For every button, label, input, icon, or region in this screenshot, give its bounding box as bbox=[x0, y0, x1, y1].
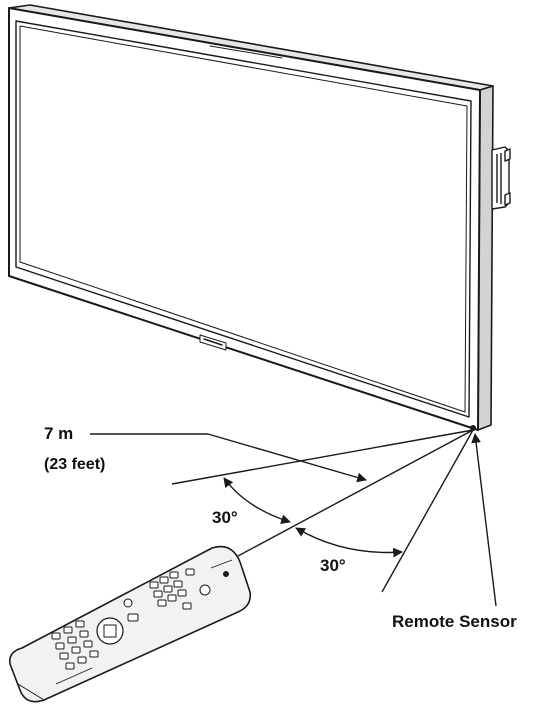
distance-arrow bbox=[207, 433, 367, 483]
distance-metric-label: 7 m bbox=[44, 424, 74, 443]
reception-range-lines bbox=[90, 429, 497, 607]
angle-right-label: 30° bbox=[320, 556, 346, 575]
remote-body bbox=[8, 545, 252, 703]
monitor-top-mark bbox=[209, 45, 283, 59]
remote-keypad bbox=[51, 620, 99, 670]
remote-top-buttons bbox=[149, 568, 195, 610]
monitor-bezel bbox=[8, 7, 481, 431]
angle-arc-left bbox=[223, 477, 291, 524]
stand-bracket-icon bbox=[491, 146, 511, 210]
remote-button bbox=[127, 613, 139, 622]
remote-sensor-label: Remote Sensor bbox=[392, 612, 517, 631]
angle-left-label: 30° bbox=[212, 508, 238, 527]
remote-dpad-center bbox=[103, 624, 117, 638]
monitor-bezel-inner bbox=[15, 20, 472, 418]
logo-mark bbox=[203, 338, 223, 346]
remote-model-mark bbox=[55, 667, 93, 685]
range-line-left bbox=[171, 429, 474, 485]
monitor-illustration bbox=[8, 4, 494, 431]
range-line-right bbox=[381, 429, 474, 593]
remote-button-round bbox=[123, 598, 133, 608]
sensor-pointer-arrow bbox=[471, 433, 497, 607]
remote-control-illustration bbox=[8, 545, 252, 703]
monitor-screen bbox=[19, 25, 468, 413]
remote-power-button bbox=[199, 584, 211, 596]
distance-imperial-label: (23 feet) bbox=[44, 456, 106, 473]
remote-edge bbox=[17, 683, 45, 701]
remote-brand-mark bbox=[210, 559, 233, 569]
remote-ir-emitter bbox=[223, 571, 229, 577]
range-line-center bbox=[237, 429, 474, 557]
angle-arc-right bbox=[295, 527, 403, 558]
